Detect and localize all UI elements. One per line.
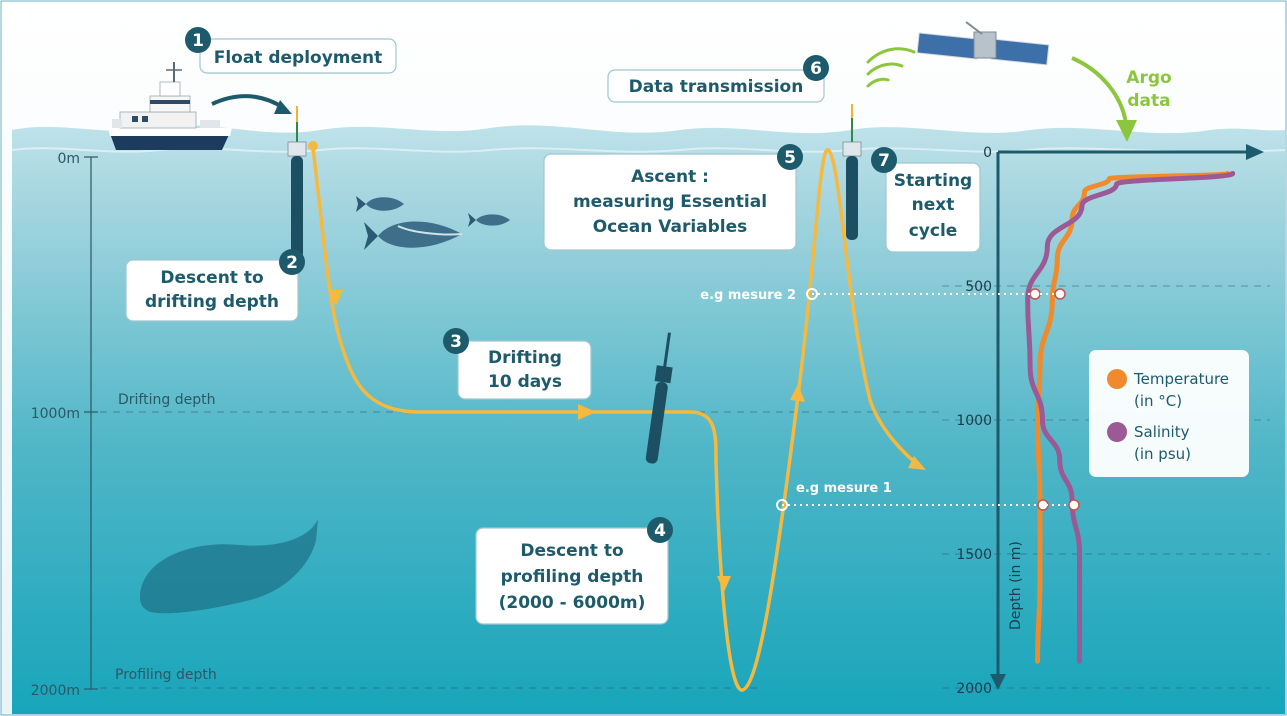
measure-dot: [1068, 499, 1080, 511]
chart-tick-label: 2000: [956, 681, 992, 697]
legend-salinity-unit: (in psu): [1134, 445, 1191, 463]
depth-label-0: 0m: [57, 151, 80, 167]
argo-data-label: data: [1127, 91, 1170, 111]
step-5-line-3: Ocean Variables: [593, 217, 748, 237]
step-box-1: Float deployment: [199, 38, 397, 74]
chart-tick-label: 500: [965, 279, 992, 295]
step-box-2: Descent to drifting depth: [125, 259, 299, 322]
step-4-line-2: profiling depth: [501, 567, 644, 587]
tuna-fish-icon: [356, 196, 510, 250]
profile-chart: 0 500 1000 1500 2000 Depth (in m): [942, 144, 1270, 697]
step-box-7: Starting next cycle: [885, 162, 981, 253]
step-3-line-2: 10 days: [488, 372, 562, 392]
measure-2-point: [806, 288, 818, 300]
step-box-5: Ascent : measuring Essential Ocean Varia…: [543, 153, 797, 251]
argo-label: Argo: [1126, 68, 1171, 88]
path-arrow: [328, 290, 343, 306]
step-6-line-1: Data transmission: [629, 77, 804, 97]
path-arrow: [908, 456, 926, 470]
deploy-arrow: [211, 94, 286, 110]
step-5-line-1: Ascent :: [631, 167, 709, 187]
step-badge-3: 3: [443, 328, 469, 354]
chart-y-axis-arrow: [990, 674, 1006, 690]
path-arrow: [717, 576, 731, 592]
series-line-salinity: [1025, 170, 1236, 664]
argo-arrow: [1071, 56, 1128, 125]
path-arrow: [790, 384, 805, 402]
argo-arrow-head: [1116, 120, 1137, 142]
step-badge-2: 2: [279, 249, 305, 275]
step-box-4: Descent to profiling depth (2000 - 6000m…: [475, 527, 669, 625]
step-badge-7: 7: [871, 147, 897, 173]
deploy-arrow-head: [274, 100, 292, 114]
satellite-icon: [916, 21, 1050, 66]
legend-temperature-unit: (in °C): [1134, 392, 1182, 410]
step-3-number: 3: [450, 332, 462, 352]
deploy-point: [308, 141, 318, 151]
step-4-line-1: Descent to: [520, 541, 623, 561]
step-badge-4: 4: [647, 517, 673, 543]
surfacing-float-icon: [842, 104, 862, 240]
step-1-number: 1: [192, 31, 204, 51]
chart-tick-label: 0: [983, 145, 992, 161]
drifting-depth-label: Drifting depth: [118, 392, 215, 408]
argo-float-icon: [287, 106, 307, 258]
step-2-line-1: Descent to: [160, 268, 263, 288]
depth-label-1000: 1000m: [31, 406, 80, 422]
step-7-line-2: next: [912, 195, 955, 215]
ocean: [12, 125, 1285, 715]
signal-waves-icon: [866, 47, 916, 88]
measure-1-label: e.g mesure 1: [796, 481, 892, 496]
measure-1-point: [776, 499, 788, 511]
legend-temperature-swatch: [1107, 369, 1127, 389]
step-3-line-1: Drifting: [488, 348, 562, 368]
step-7-line-1: Starting: [894, 171, 972, 191]
whale-icon: [140, 520, 318, 614]
legend-salinity-swatch: [1107, 422, 1127, 442]
step-2-line-2: drifting depth: [145, 292, 279, 312]
step-2-number: 2: [286, 253, 298, 273]
step-badge-6: 6: [803, 55, 829, 81]
step-4-line-3: (2000 - 6000m): [499, 593, 646, 613]
series-line-temperature: [1035, 170, 1231, 664]
path-arrow: [578, 404, 596, 420]
step-badge-1: 1: [185, 27, 211, 53]
measure-2-label: e.g mesure 2: [700, 288, 796, 303]
depth-label-2000: 2000m: [31, 683, 80, 699]
step-7-line-3: cycle: [909, 221, 958, 241]
step-box-6: Data transmission: [607, 69, 825, 103]
step-6-number: 6: [810, 59, 822, 79]
drifting-float-icon: [645, 332, 673, 464]
step-5-line-2: measuring Essential: [573, 192, 767, 212]
profiling-depth-label: Profiling depth: [115, 667, 217, 683]
step-box-3: Drifting 10 days: [457, 340, 592, 400]
legend-salinity-label: Salinity: [1134, 423, 1190, 441]
float-trajectory: [311, 147, 924, 692]
chart-y-axis-label: Depth (in m): [1008, 541, 1024, 630]
chart-legend: Temperature (in °C) Salinity (in psu): [1089, 350, 1249, 477]
step-badge-5: 5: [777, 144, 803, 170]
step-7-number: 7: [878, 151, 890, 171]
legend-temperature-label: Temperature: [1133, 370, 1229, 388]
step-1-line-1: Float deployment: [214, 48, 383, 68]
step-5-number: 5: [784, 148, 796, 168]
step-4-number: 4: [654, 521, 666, 541]
ship-icon: [108, 62, 232, 150]
chart-tick-label: 1500: [956, 547, 992, 563]
chart-tick-label: 1000: [956, 413, 992, 429]
chart-x-axis-arrow: [1246, 144, 1264, 160]
